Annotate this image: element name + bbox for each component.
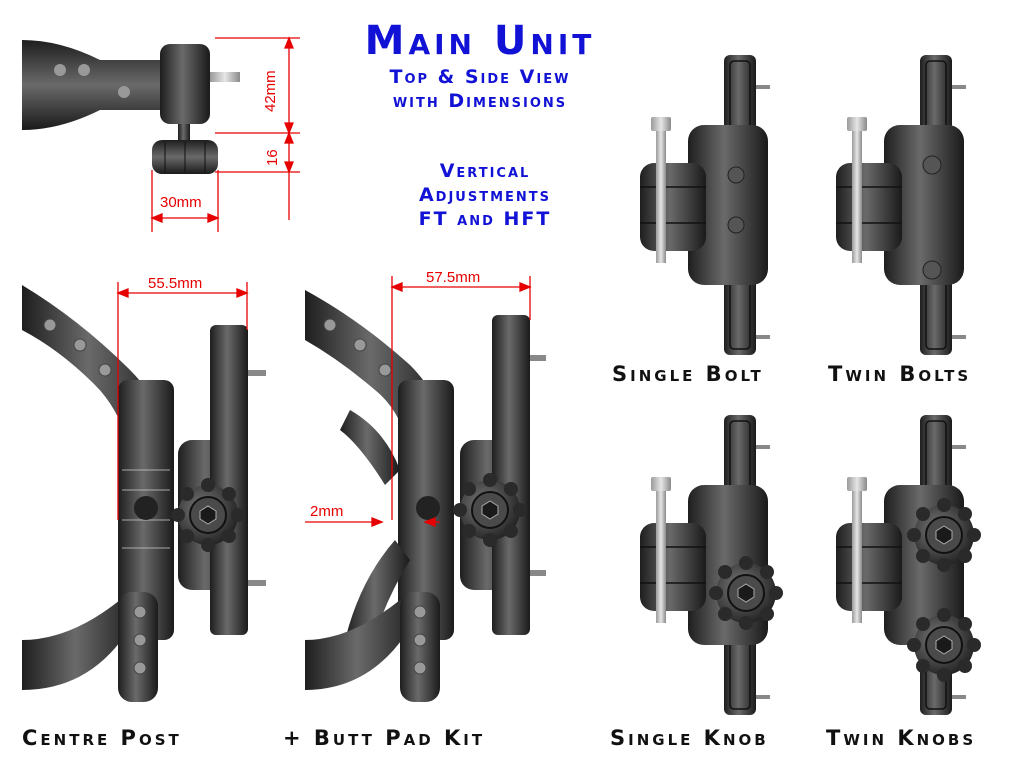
caption-single-bolt: Single Bolt — [612, 362, 764, 386]
dimension-42mm: 42mm — [262, 70, 279, 112]
top-view-dimension-lines — [150, 36, 300, 232]
caption-twin-bolts: Twin Bolts — [828, 362, 972, 386]
subtitle-line-1: Top & Side View — [389, 66, 571, 88]
dimension-2mm: 2mm — [310, 503, 344, 520]
single-knob-illustration — [639, 414, 784, 716]
caption-centre-post: Centre Post — [22, 726, 182, 750]
vertical-adjustments-line-3: FT and HFT — [418, 208, 552, 230]
subtitle-line-2: with Dimensions — [392, 90, 568, 112]
vertical-adjustments-line-2: Adjustments — [418, 184, 552, 206]
top-view-illustration — [22, 40, 240, 174]
dimension-55-5mm: 55.5mm — [148, 275, 203, 292]
dimension-57-5mm: 57.5mm — [426, 269, 481, 286]
main-title: Main Unit — [364, 18, 596, 64]
dimension-30mm: 30mm — [160, 194, 202, 211]
twin-bolts-illustration — [835, 54, 967, 356]
main-dimension-lines — [116, 276, 532, 527]
caption-twin-knobs: Twin Knobs — [826, 726, 977, 750]
caption-single-knob: Single Knob — [610, 726, 769, 750]
twin-knobs-illustration — [835, 414, 982, 716]
centre-post-illustration — [22, 285, 266, 702]
single-bolt-illustration — [639, 54, 771, 356]
dimension-16: 16 — [264, 149, 281, 166]
vertical-adjustments-line-1: Vertical — [439, 160, 531, 182]
caption-butt-pad-kit: + Butt Pad Kit — [283, 726, 486, 750]
butt-pad-kit-illustration — [305, 290, 546, 702]
